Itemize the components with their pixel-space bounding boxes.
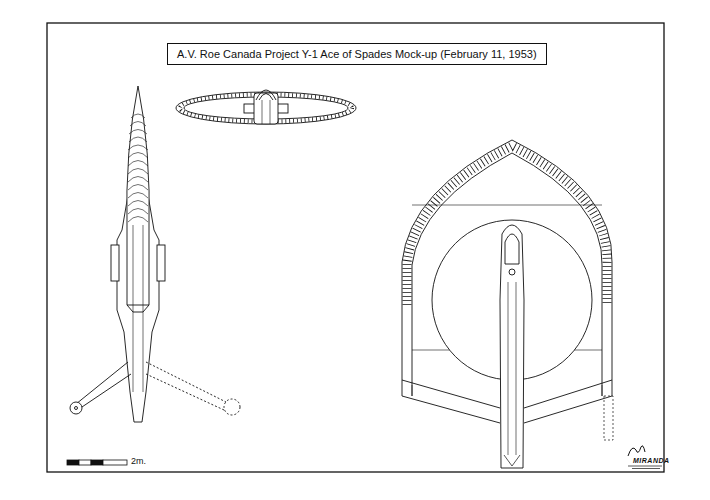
canopy-arches [256,90,276,100]
scale-segment [91,460,103,465]
rotor-chevrons [128,114,148,222]
rotor-edge [127,86,150,305]
scale-segment [67,460,79,465]
canopy [505,234,519,264]
intake-left [111,245,119,281]
scale-bar [67,460,127,465]
fuselage-lines [262,100,270,124]
scale-label: 2m. [131,457,146,467]
gear-retracted [604,396,613,440]
retracted-strut [146,362,226,410]
wheel-hub [75,407,78,410]
fuselage-lines [508,282,516,455]
hatch [509,269,515,275]
wheel [70,402,82,414]
signature-underline [628,466,662,469]
nozzle [504,455,520,466]
fuselage-plan [500,225,524,468]
intake-right [157,245,165,281]
page-frame [47,23,664,472]
signature-flourish [628,446,645,456]
front-view [176,90,356,124]
fuselage-joint [127,305,149,312]
scale-segment [79,460,91,465]
rotor-outer [176,92,356,124]
signature: MIRANDA [633,457,670,465]
plan-view [402,140,613,468]
retracted-wheel [224,399,240,415]
side-view [70,86,240,422]
title-box: A.V. Roe Canada Project Y-1 Ace of Spade… [167,43,547,65]
landing-strut [76,362,131,409]
fuselage-lines [133,225,143,392]
scale-segment [103,460,127,465]
title: A.V. Roe Canada Project Y-1 Ace of Spade… [177,48,537,60]
